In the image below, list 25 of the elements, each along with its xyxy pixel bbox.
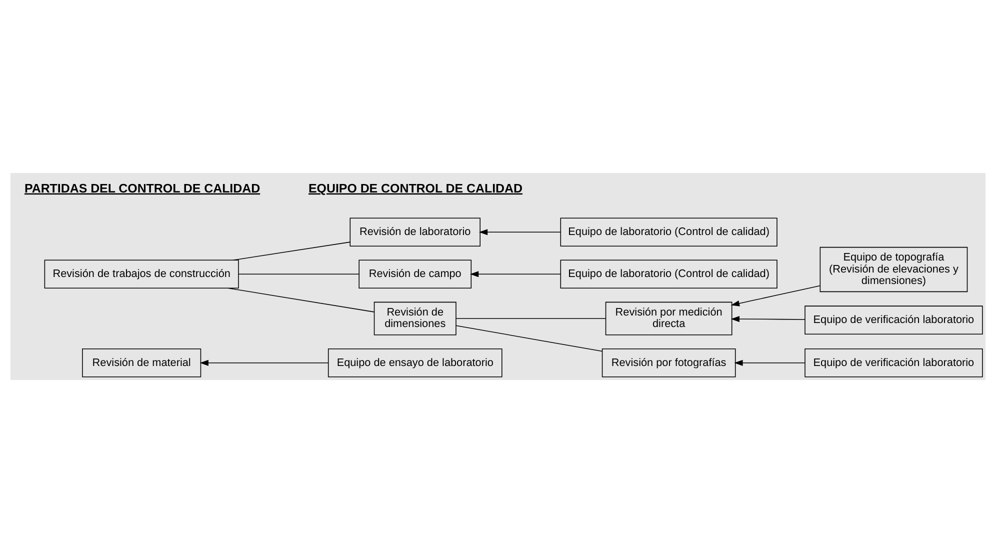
connector	[232, 241, 350, 260]
node-box: Revisión de material	[82, 348, 201, 377]
node-box: Equipo de topografía (Revisión de elevaciones y dimensiones)	[819, 246, 968, 292]
node-box: Equipo de laboratorio (Control de calidad)	[560, 217, 777, 246]
arrow	[730, 316, 805, 322]
label: EQUIPO DE CONTROL DE CALIDAD	[308, 180, 522, 195]
node-box: Revisión de laboratorio	[349, 217, 480, 246]
node-box: Equipo de ensayo de laboratorio	[327, 348, 502, 377]
arrow	[734, 359, 805, 366]
node-box: Equipo de verificación laboratorio	[804, 348, 982, 377]
node-box: Equipo de laboratorio (Control de calidad)	[560, 259, 777, 288]
arrow	[470, 270, 560, 277]
node-box: Revisión por fotografías	[601, 348, 736, 377]
arrow	[730, 284, 820, 306]
node-box: Revisión de trabajos de construcción	[44, 259, 238, 288]
label: PARTIDAS DEL CONTROL DE CALIDAD	[24, 180, 260, 195]
connector	[238, 273, 359, 274]
node-box: Revisión de campo	[358, 259, 472, 288]
arrow	[199, 359, 328, 366]
arrow	[478, 228, 560, 235]
node-box: Revisión de dimensiones	[373, 301, 456, 335]
node-box: Equipo de verificación laboratorio	[804, 305, 982, 334]
connector	[228, 287, 374, 312]
node-box: Revisión por medición directa	[604, 301, 732, 335]
connector	[455, 324, 602, 352]
